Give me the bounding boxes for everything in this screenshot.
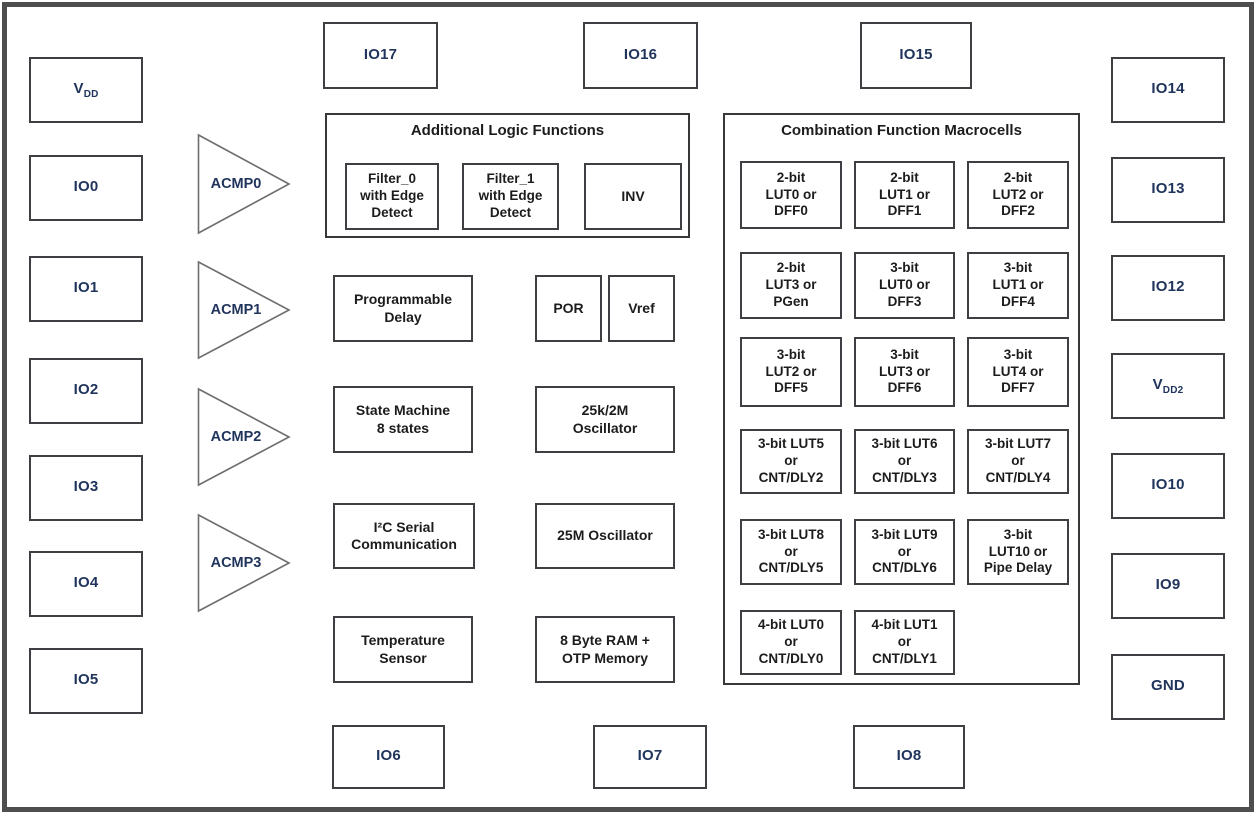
pin-io17: IO17 [323, 22, 438, 89]
pin-io14: IO14 [1111, 57, 1225, 123]
pin-label: IO5 [73, 671, 99, 688]
triangle-icon [197, 387, 291, 487]
pin-label: IO12 [1151, 278, 1185, 295]
macrocell-lut-cntdly: 3-bit LUT9 or CNT/DLY6 [854, 519, 955, 585]
triangle-icon [197, 260, 291, 360]
macrocell-lut-cntdly: 4-bit LUT0 or CNT/DLY0 [740, 610, 842, 675]
macrocell-lut-dff: 2-bit LUT1 or DFF1 [854, 161, 955, 229]
pin-io6: IO6 [332, 725, 445, 789]
pin-io12: IO12 [1111, 255, 1225, 321]
block-filter0: Filter_0 with Edge Detect [345, 163, 439, 230]
pin-label: IO7 [637, 747, 663, 764]
comparator-acmp1: ACMP1 [197, 260, 292, 360]
macrocell-lut-pipedelay: 3-bit LUT10 or Pipe Delay [967, 519, 1069, 585]
pin-label: IO4 [73, 574, 99, 591]
pin-io5: IO5 [29, 648, 143, 714]
block-programmable-delay: Programmable Delay [333, 275, 473, 342]
pin-label: IO15 [899, 45, 933, 63]
macrocell-lut-pgen: 2-bit LUT3 or PGen [740, 252, 842, 319]
pin-io1: IO1 [29, 256, 143, 322]
pin-vdd: VDD [29, 57, 143, 123]
comparator-label: ACMP1 [210, 302, 262, 318]
macrocell-lut-cntdly: 3-bit LUT7 or CNT/DLY4 [967, 429, 1069, 494]
pin-label: VDD2 [1152, 376, 1184, 396]
comparator-label: ACMP3 [210, 555, 262, 571]
pin-label: VDD [73, 80, 99, 100]
pin-io16: IO16 [583, 22, 698, 89]
triangle-icon [197, 513, 291, 613]
macrocell-lut-dff: 3-bit LUT0 or DFF3 [854, 252, 955, 319]
macrocell-lut-cntdly: 3-bit LUT8 or CNT/DLY5 [740, 519, 842, 585]
pin-io4: IO4 [29, 551, 143, 617]
pin-label: IO3 [73, 478, 99, 495]
pin-io2: IO2 [29, 358, 143, 424]
pin-io7: IO7 [593, 725, 707, 789]
pin-io0: IO0 [29, 155, 143, 221]
pin-label: IO0 [73, 178, 99, 195]
pin-io9: IO9 [1111, 553, 1225, 619]
pin-label: IO9 [1155, 576, 1181, 593]
macrocell-lut-cntdly: 4-bit LUT1 or CNT/DLY1 [854, 610, 955, 675]
macrocell-lut-dff: 3-bit LUT2 or DFF5 [740, 337, 842, 407]
pin-io13: IO13 [1111, 157, 1225, 223]
block-25m-oscillator: 25M Oscillator [535, 503, 675, 569]
block-vref: Vref [608, 275, 675, 342]
comparator-acmp2: ACMP2 [197, 387, 292, 487]
pin-vdd2: VDD2 [1111, 353, 1225, 419]
macrocell-lut-cntdly: 3-bit LUT5 or CNT/DLY2 [740, 429, 842, 494]
block-state-machine: State Machine 8 states [333, 386, 473, 453]
block-i2c-serial: I²C Serial Communication [333, 503, 475, 569]
macrocell-lut-dff: 2-bit LUT0 or DFF0 [740, 161, 842, 229]
block-temperature-sensor: Temperature Sensor [333, 616, 473, 683]
triangle-icon [197, 133, 291, 235]
pin-label: IO13 [1151, 180, 1185, 197]
pin-label: IO10 [1151, 476, 1185, 493]
macrocells-group: Combination Function Macrocells 2-bit LU… [723, 113, 1080, 685]
block-ram-otp: 8 Byte RAM + OTP Memory [535, 616, 675, 683]
pin-io3: IO3 [29, 455, 143, 521]
macrocell-lut-dff: 3-bit LUT4 or DFF7 [967, 337, 1069, 407]
comparator-label: ACMP0 [210, 176, 262, 192]
macrocell-lut-cntdly: 3-bit LUT6 or CNT/DLY3 [854, 429, 955, 494]
pin-label: GND [1151, 677, 1185, 694]
pin-label: IO14 [1151, 80, 1185, 97]
comparator-acmp0: ACMP0 [197, 133, 292, 235]
comparator-label: ACMP2 [210, 429, 262, 445]
pin-label: IO6 [376, 747, 401, 764]
pin-gnd: GND [1111, 654, 1225, 720]
macrocell-lut-dff: 2-bit LUT2 or DFF2 [967, 161, 1069, 229]
pin-label: IO1 [73, 279, 99, 296]
pin-io10: IO10 [1111, 453, 1225, 519]
comparator-acmp3: ACMP3 [197, 513, 292, 613]
pin-label: IO17 [363, 45, 398, 63]
pin-label: IO2 [73, 381, 99, 398]
pin-label: IO8 [896, 747, 922, 764]
additional-logic-title: Additional Logic Functions [410, 122, 605, 139]
macrocell-lut-dff: 3-bit LUT3 or DFF6 [854, 337, 955, 407]
pin-io15: IO15 [860, 22, 972, 89]
pin-label: IO16 [623, 45, 658, 63]
macrocells-title: Combination Function Macrocells [781, 122, 1022, 139]
block-filter1: Filter_1 with Edge Detect [462, 163, 559, 230]
additional-logic-group: Additional Logic Functions Filter_0 with… [325, 113, 690, 238]
block-por: POR [535, 275, 602, 342]
block-25k-2m-oscillator: 25k/2M Oscillator [535, 386, 675, 453]
block-inv: INV [584, 163, 682, 230]
pin-io8: IO8 [853, 725, 965, 789]
macrocell-lut-dff: 3-bit LUT1 or DFF4 [967, 252, 1069, 319]
